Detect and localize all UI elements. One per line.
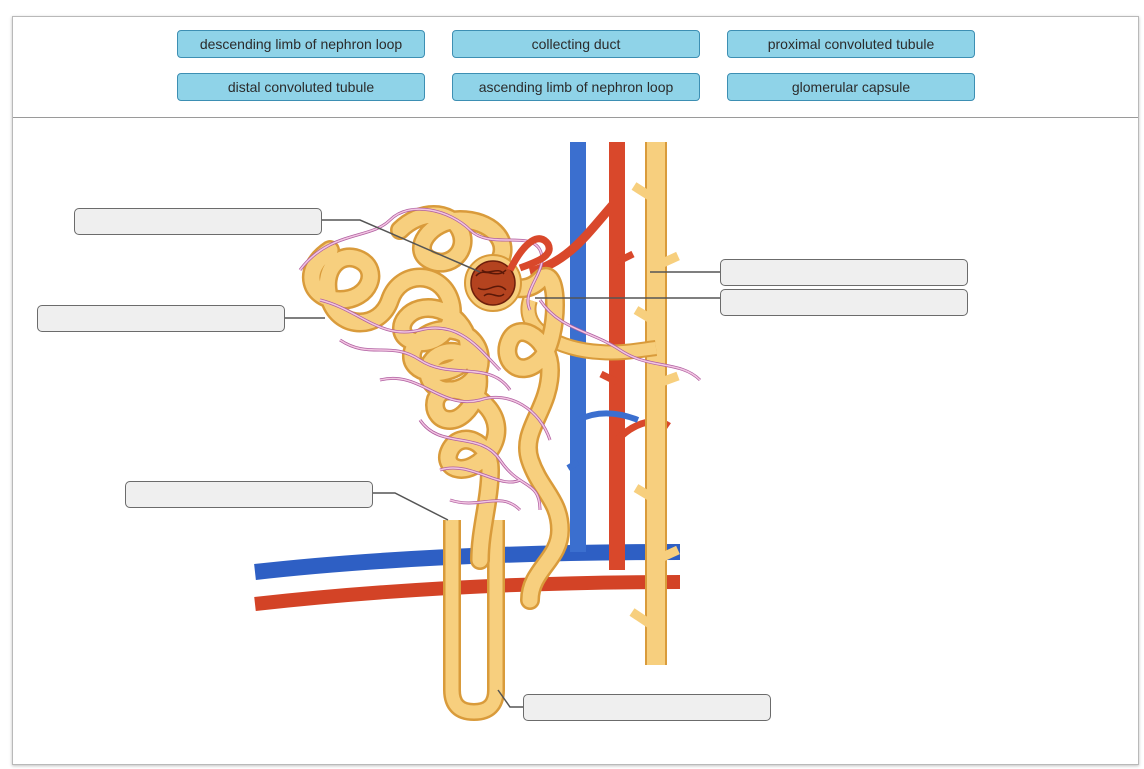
drop-target-4[interactable] bbox=[720, 259, 968, 286]
drop-target-1[interactable] bbox=[74, 208, 322, 235]
label-chip-collecting-duct[interactable]: collecting duct bbox=[452, 30, 700, 58]
drop-target-6[interactable] bbox=[523, 694, 771, 721]
label-chip-ascending-limb[interactable]: ascending limb of nephron loop bbox=[452, 73, 700, 101]
drop-target-5[interactable] bbox=[720, 289, 968, 316]
label-bank: descending limb of nephron loop collecti… bbox=[13, 17, 1138, 118]
nephron-loop bbox=[445, 520, 503, 719]
drop-target-2[interactable] bbox=[37, 305, 285, 332]
arcuate-artery bbox=[254, 575, 681, 611]
label-chip-glomerular-capsule[interactable]: glomerular capsule bbox=[727, 73, 975, 101]
label-chip-distal-convoluted-tubule[interactable]: distal convoluted tubule bbox=[177, 73, 425, 101]
drop-target-3[interactable] bbox=[125, 481, 373, 508]
label-chip-proximal-convoluted-tubule[interactable]: proximal convoluted tubule bbox=[727, 30, 975, 58]
label-chip-descending-limb[interactable]: descending limb of nephron loop bbox=[177, 30, 425, 58]
convoluted-tubules bbox=[301, 205, 571, 610]
leader-lines bbox=[285, 219, 720, 708]
peritubular-capillaries bbox=[298, 207, 702, 512]
question-frame: descending limb of nephron loop collecti… bbox=[12, 16, 1139, 765]
